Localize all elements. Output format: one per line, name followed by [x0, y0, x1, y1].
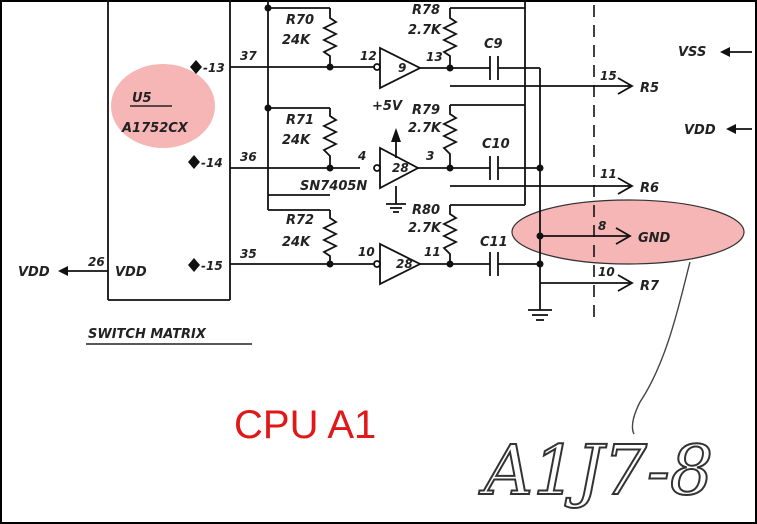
capacitor-c10: C10 — [450, 137, 540, 180]
chip-part: A1752CX — [121, 121, 189, 136]
cpu-title: CPU A1 — [234, 403, 376, 447]
gnd-highlight — [512, 200, 744, 264]
resistor-r71: R71 24K — [282, 108, 339, 172]
gate-part-label: SN7405N — [300, 179, 367, 194]
svg-text:-15: -15 — [201, 259, 223, 273]
svg-text:VSS: VSS — [678, 45, 706, 60]
svg-text:-14: -14 — [201, 156, 223, 170]
right-vss: VSS — [678, 45, 752, 60]
svg-text:R71: R71 — [286, 113, 314, 128]
handwritten-pointer — [631, 261, 691, 435]
output-r6: 11 R6 — [450, 167, 659, 196]
svg-text:24K: 24K — [282, 33, 311, 48]
output-gnd: 8 GND — [540, 219, 671, 246]
left-pin-row-3: -15 — [188, 258, 223, 273]
svg-text:R70: R70 — [286, 13, 314, 28]
svg-text:C11: C11 — [480, 235, 508, 250]
svg-text:4: 4 — [357, 149, 366, 163]
svg-text:-13: -13 — [203, 61, 225, 75]
svg-text:28: 28 — [392, 161, 409, 175]
resistor-r70: R70 24K — [282, 8, 339, 71]
chip-u5: U5 A1752CX VDD 26 — [88, 0, 231, 301]
resistor-r79: R79 2.7K — [408, 103, 459, 172]
svg-text:24K: 24K — [282, 133, 311, 148]
right-vdd: VDD — [684, 123, 752, 138]
svg-text:10: 10 — [358, 245, 375, 259]
chip-ref: U5 — [132, 91, 152, 106]
chip-vdd-label: VDD — [115, 265, 147, 280]
resistor-r78: R78 2.7K — [408, 3, 459, 72]
svg-text:3: 3 — [426, 149, 434, 163]
chip-vdd-pin: 26 — [88, 255, 105, 269]
capacitor-c9: C9 — [450, 37, 540, 80]
svg-text:R7: R7 — [640, 279, 660, 294]
svg-text:GND: GND — [638, 231, 671, 246]
pin-num-36: 36 — [240, 150, 257, 164]
svg-text:R80: R80 — [412, 203, 440, 218]
gate-supply-label: +5V — [372, 99, 403, 114]
resistor-r72: R72 24K — [282, 210, 339, 268]
svg-text:R5: R5 — [640, 81, 659, 96]
svg-text:C9: C9 — [484, 37, 503, 52]
svg-text:2.7K: 2.7K — [408, 23, 442, 38]
svg-text:8: 8 — [598, 219, 606, 233]
svg-text:11: 11 — [424, 245, 441, 259]
svg-text:R78: R78 — [412, 3, 440, 18]
pin-num-35: 35 — [240, 247, 257, 261]
inverter-9: 12 9 13 — [360, 46, 450, 90]
inverter-28-upper: 4 28 3 +5V SN7405N — [300, 99, 450, 213]
gnd-scribble-circle — [511, 199, 745, 265]
inverter-28-lower: 10 28 11 — [358, 242, 450, 286]
capacitor-c11: C11 — [450, 235, 540, 276]
svg-text:11: 11 — [600, 167, 617, 181]
ground-symbol — [528, 309, 552, 321]
left-pin-row-2: -14 — [188, 155, 223, 170]
svg-text:C10: C10 — [482, 137, 510, 152]
svg-text:2.7K: 2.7K — [408, 121, 442, 136]
svg-text:R72: R72 — [286, 213, 314, 228]
svg-text:24K: 24K — [282, 235, 311, 250]
svg-text:15: 15 — [600, 69, 617, 83]
output-r7: 10 R7 — [540, 265, 660, 294]
output-r5: 15 R5 — [450, 69, 659, 96]
svg-text:VDD: VDD — [684, 123, 716, 138]
svg-text:9: 9 — [398, 61, 406, 75]
svg-text:10: 10 — [598, 265, 615, 279]
svg-text:13: 13 — [426, 50, 443, 64]
left-pin-row-1: -13 — [190, 60, 225, 75]
pin-num-37: 37 — [240, 49, 257, 63]
section-label: SWITCH MATRIX — [88, 327, 207, 342]
left-vdd-label: VDD — [18, 265, 50, 280]
svg-text:2.7K: 2.7K — [408, 221, 442, 236]
svg-text:12: 12 — [360, 49, 377, 63]
svg-text:28: 28 — [396, 257, 413, 271]
svg-text:R6: R6 — [640, 181, 659, 196]
svg-text:R79: R79 — [412, 103, 440, 118]
left-vdd-arrow — [58, 266, 68, 276]
handwritten-note: A1J7-8 — [478, 432, 713, 511]
